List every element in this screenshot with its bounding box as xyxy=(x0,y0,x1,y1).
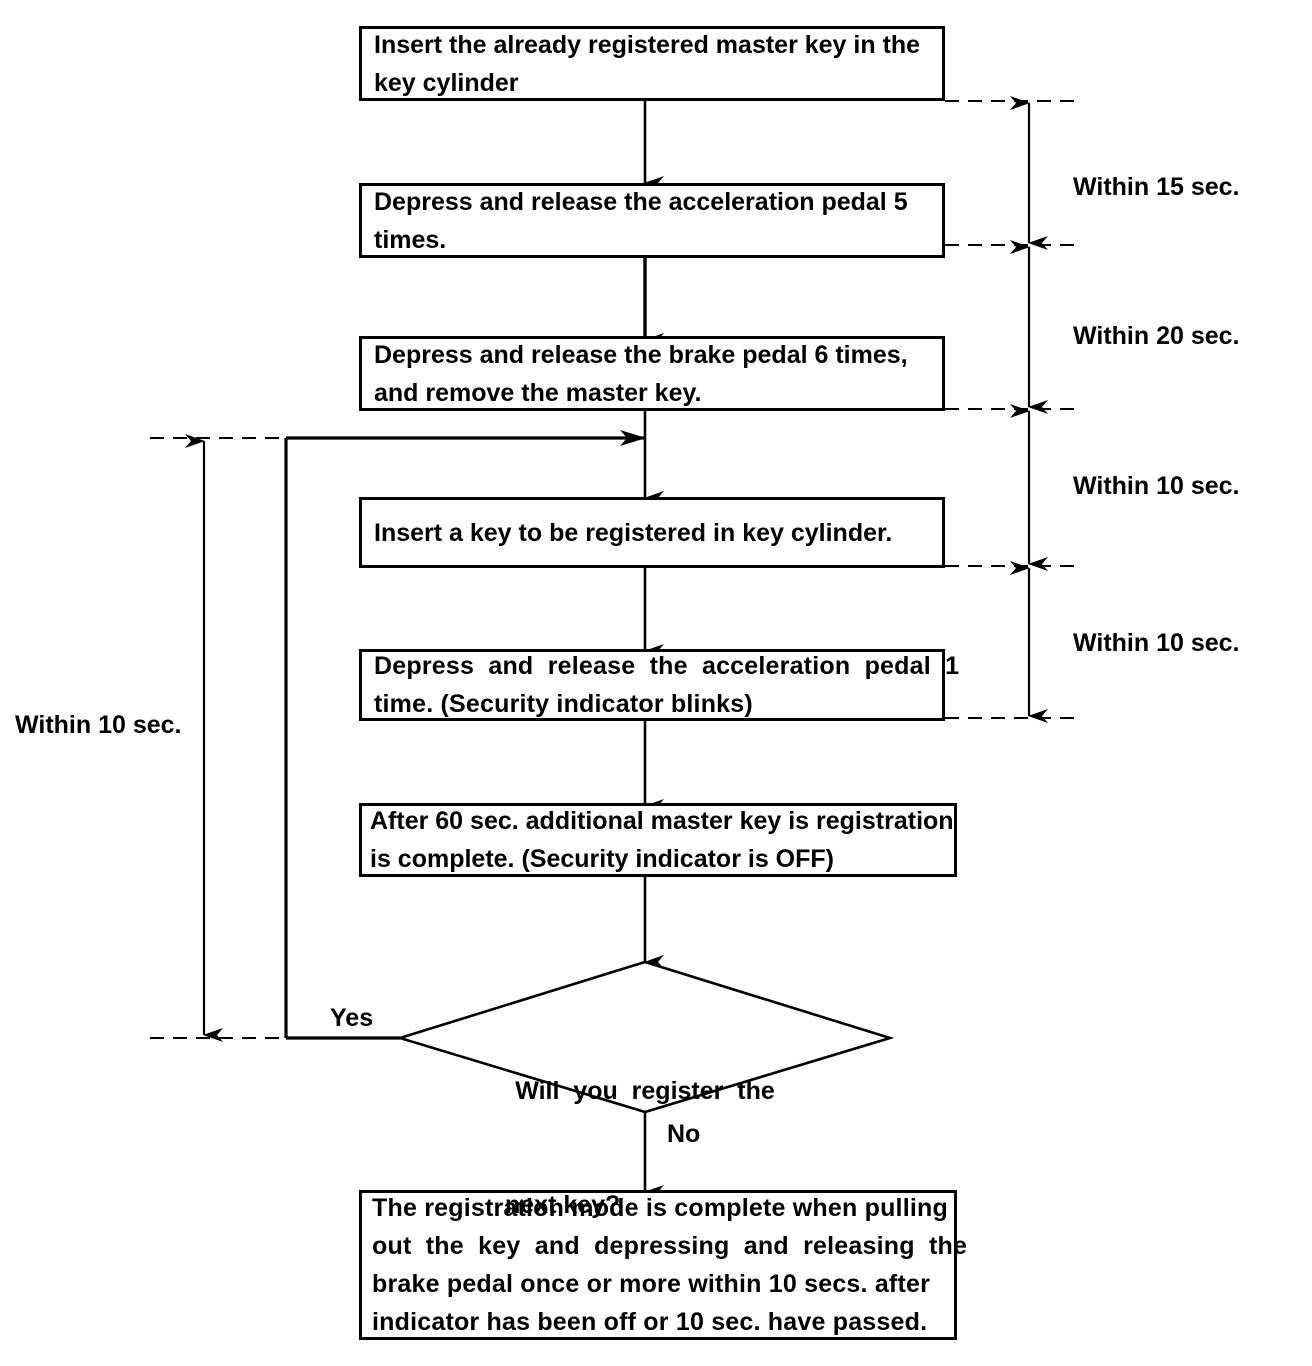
process-node-insert-master-key: Insert the already registered master key… xyxy=(359,26,945,101)
node-text-line: and remove the master key. xyxy=(374,378,702,407)
timing-label-within-10-sec-upper: Within 10 sec. xyxy=(1073,472,1240,500)
process-node-accel-pedal-1-time: Depress and release the acceleration ped… xyxy=(359,649,960,721)
process-node-accel-pedal-5-times: Depress and release the acceleration ped… xyxy=(359,183,945,258)
node-text-line: Depress and release the acceleration ped… xyxy=(374,652,960,680)
node-text-line: out the key and depressing and releasing… xyxy=(372,1232,968,1260)
process-node-brake-pedal-6-times: Depress and release the brake pedal 6 ti… xyxy=(359,336,945,411)
branch-label-yes: Yes xyxy=(330,1004,374,1032)
decision-node-label: Will you register the next key? xyxy=(455,996,835,1300)
process-node-insert-key-to-register: Insert a key to be registered in key cyl… xyxy=(359,497,945,568)
node-text-line: is complete. (Security indicator is OFF) xyxy=(370,845,834,873)
node-text-line: Depress and release the brake pedal 6 ti… xyxy=(374,340,908,369)
node-text-line: times. xyxy=(374,225,447,254)
process-node-registration-complete-60sec: After 60 sec. additional master key is r… xyxy=(359,803,957,877)
decision-text-line: Will you register the xyxy=(515,1077,775,1105)
node-text-line: Insert a key to be registered in key cyl… xyxy=(374,518,893,547)
decision-text-line: next key? xyxy=(505,1191,621,1219)
right-dimension-extension-lines xyxy=(945,100,1078,719)
process-node-registration-mode-complete: The registration mode is complete when p… xyxy=(359,1190,968,1340)
node-text-line: Insert the already registered master key… xyxy=(374,30,921,59)
node-text-line: The registration mode is complete when p… xyxy=(372,1194,948,1222)
timing-label-within-10-sec-left: Within 10 sec. xyxy=(15,711,182,739)
node-text-line: Depress and release the acceleration ped… xyxy=(374,187,908,216)
node-text-line: key cylinder xyxy=(374,68,519,97)
node-text-line: time. (Security indicator blinks) xyxy=(374,690,753,718)
timing-label-within-15-sec: Within 15 sec. xyxy=(1073,173,1240,201)
node-text-line: After 60 sec. additional master key is r… xyxy=(370,807,954,835)
node-text-line: brake pedal once or more within 10 secs.… xyxy=(372,1270,931,1298)
node-text-line: indicator has been off or 10 sec. have p… xyxy=(372,1308,928,1336)
branch-label-no: No xyxy=(667,1120,701,1148)
timing-label-within-10-sec-lower: Within 10 sec. xyxy=(1073,629,1240,657)
timing-label-within-20-sec: Within 20 sec. xyxy=(1073,322,1240,350)
